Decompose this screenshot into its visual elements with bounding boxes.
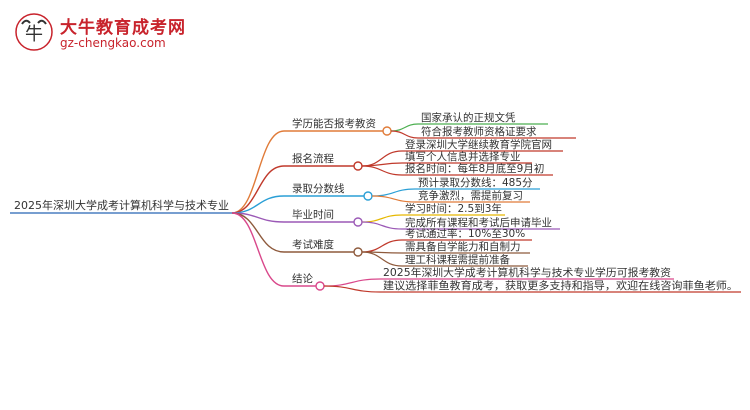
- branch-label: 考试难度: [292, 238, 334, 251]
- branch-registration-process: 报名流程 登录深圳大学继续教育学院官网 填写个人信息并选择专业 报名时间：每年8…: [284, 138, 563, 176]
- branch-node[interactable]: [382, 126, 392, 136]
- leaf-label: 登录深圳大学继续教育学院官网: [405, 138, 552, 151]
- branch-conclusion: 结论 2025年深圳大学成考计算机科学与技术专业学历可报考教资 建议选择菲鱼教育…: [284, 266, 741, 293]
- branch-node[interactable]: [363, 191, 373, 201]
- branch-label: 报名流程: [292, 152, 334, 165]
- logo-title: 大牛教育成考网: [60, 18, 186, 38]
- leaf-label: 符合报考教师资格证要求: [421, 125, 537, 138]
- branch-node[interactable]: [353, 247, 363, 257]
- logo-url: gz-chengkao.com: [60, 36, 166, 50]
- leaf-label: 建议选择菲鱼教育成考，获取更多支持和指导，欢迎在线咨询菲鱼老师。: [383, 279, 738, 292]
- leaf-label: 填写个人信息并选择专业: [405, 150, 521, 163]
- branch-node[interactable]: [353, 217, 363, 227]
- leaf-label: 报名时间：每年8月底至9月初: [405, 162, 544, 175]
- root-connectors: [231, 130, 285, 287]
- leaf-label: 竞争激烈，需提前复习: [418, 189, 523, 202]
- root-label: 2025年深圳大学成考计算机科学与技术专业: [14, 198, 229, 212]
- leaf-label: 完成所有课程和考试后申请毕业: [405, 216, 552, 229]
- branch-exam-difficulty: 考试难度 考试通过率：10%至30% 需具备自学能力和自制力 理工科课程需提前准…: [284, 227, 532, 267]
- branch-graduation-time: 毕业时间 学习时间：2.5到3年 完成所有课程和考试后申请毕业: [284, 202, 560, 230]
- branch-label: 录取分数线: [292, 182, 345, 195]
- leaf-label: 理工科课程需提前准备: [405, 253, 510, 266]
- branch-education-qualification: 学历能否报考教资 国家承认的正规文凭 符合报考教师资格证要求: [284, 111, 576, 139]
- mindmap-root: 2025年深圳大学成考计算机科学与技术专业: [10, 198, 232, 214]
- branch-label: 学历能否报考教资: [292, 117, 376, 130]
- branch-label: 毕业时间: [292, 208, 334, 221]
- branch-node[interactable]: [315, 281, 325, 291]
- branch-node[interactable]: [353, 161, 363, 171]
- leaf-label: 学习时间：2.5到3年: [405, 202, 502, 215]
- leaf-label: 需具备自学能力和自制力: [405, 240, 521, 253]
- branch-admission-score: 录取分数线 预计录取分数线：485分 竞争激烈，需提前复习: [284, 176, 540, 203]
- site-logo[interactable]: 牛 大牛教育成考网 gz-chengkao.com: [14, 10, 194, 54]
- bull-head-logo-icon: 牛: [15, 13, 53, 51]
- leaf-label: 考试通过率：10%至30%: [405, 227, 525, 240]
- svg-text:牛: 牛: [25, 24, 43, 45]
- leaf-label: 预计录取分数线：485分: [418, 176, 533, 189]
- leaf-label: 2025年深圳大学成考计算机科学与技术专业学历可报考教资: [383, 266, 671, 279]
- branch-label: 结论: [292, 272, 313, 285]
- leaf-label: 国家承认的正规文凭: [421, 111, 516, 124]
